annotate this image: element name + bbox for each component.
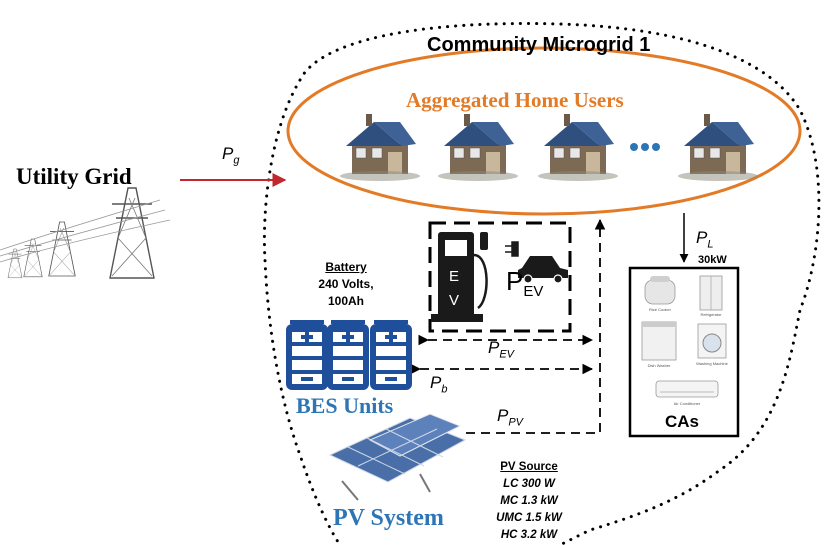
electric-car-icon [505, 241, 568, 284]
cas-label: CAs [665, 412, 700, 431]
house-icon [437, 113, 519, 182]
ev-plug-letter-v: V [449, 292, 459, 309]
battery-icon [327, 320, 369, 390]
pl-symbol: PL [696, 228, 714, 251]
appliance-caption: Air Conditioner [673, 401, 701, 406]
ev-plug-letter-e: E [449, 268, 459, 285]
pv-source-item: HC 3.2 kW [500, 529, 558, 541]
pev-charger-symbol: PEV [506, 266, 544, 301]
microgrid-boundary [262, 22, 821, 545]
pg-symbol: Pg [222, 144, 240, 167]
dish-washer-icon [641, 321, 677, 361]
house-icon [339, 113, 421, 182]
pv-power-arrow [466, 218, 606, 434]
pv-source-spec: PV Source LC 300 W MC 1.3 kW UMC 1.5 kW … [484, 459, 574, 544]
battery-spec: Battery 240 Volts, 100Ah [306, 259, 386, 310]
pv-source-item: LC 300 W [503, 478, 555, 490]
bes-units-label: BES Units [296, 393, 394, 418]
battery-icon [286, 320, 328, 390]
appliance-caption: Dish Washer [647, 363, 671, 368]
battery-spec-capacity: 100Ah [327, 294, 365, 308]
solar-panel-icon [328, 413, 467, 501]
utility-grid-label: Utility Grid [16, 164, 132, 189]
appliance-caption: Rice Cooker [648, 307, 671, 312]
ev-charger-icon: E V [431, 232, 488, 322]
pv-source-item: MC 1.3 kW [500, 495, 558, 507]
ev-charging-box [428, 221, 572, 333]
house-icon [537, 113, 619, 182]
ellipsis-dots-icon [630, 143, 660, 151]
appliance-caption: Washing Machine [696, 361, 728, 366]
washing-machine-icon [697, 323, 727, 359]
rice-cooker-icon [644, 276, 676, 305]
load-rating-label: 30kW [698, 254, 727, 266]
appliance-caption: Refrigerator [700, 312, 722, 317]
aggregated-home-ellipse [286, 46, 802, 216]
battery-icon [370, 320, 412, 390]
battery-spec-heading: Battery [325, 260, 367, 274]
house-icon [677, 113, 759, 182]
pv-source-heading: PV Source [500, 461, 558, 473]
diagram-title: Community Microgrid 1 [427, 34, 651, 56]
pb-symbol: Pb [430, 373, 448, 396]
pv-system-label: PV System [333, 505, 444, 531]
air-conditioner-icon [655, 380, 719, 398]
aggregated-home-users-label: Aggregated Home Users [406, 88, 624, 112]
pv-source-item: UMC 1.5 kW [496, 512, 562, 524]
transmission-tower-icon [0, 187, 171, 279]
refrigerator-icon [699, 275, 723, 311]
battery-spec-voltage: 240 Volts, [318, 277, 374, 291]
ppv-symbol: PPV [497, 406, 524, 429]
pev-symbol: PEV [488, 338, 515, 361]
